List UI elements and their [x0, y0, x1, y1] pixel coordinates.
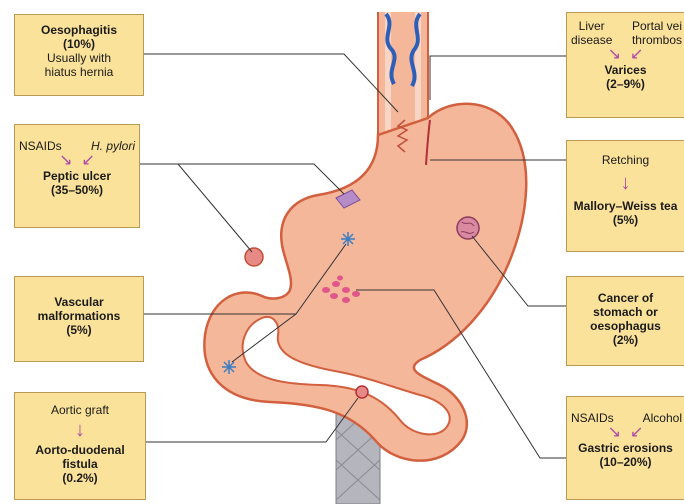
aorto-pct: (0.2%) [15, 471, 145, 485]
varices-cause-2a: Portal vei [632, 19, 682, 33]
varices-pct: (2–9%) [567, 77, 684, 91]
cancer-line-1: Cancer of [567, 291, 684, 305]
peptic-cause-hpylori: H. pylori [91, 139, 135, 153]
vascular-box: Vascular malformations (5%) [14, 276, 144, 362]
cancer-box: Cancer of stomach or oesophagus (2%) [566, 276, 684, 366]
erosions-pct: (10–20%) [567, 455, 684, 469]
stomach-fill [204, 104, 526, 461]
oesophagitis-title: Oesophagitis [15, 23, 143, 37]
varices-title: Varices [567, 63, 684, 77]
erosions-arrows: ↘ ↙ [567, 425, 684, 441]
erosions-title: Gastric erosions [567, 441, 684, 455]
cancer-lesion [457, 217, 479, 239]
varices-box: Liver disease Portal vei thrombos ↘ ↙ Va… [566, 12, 684, 118]
vascular-pct: (5%) [15, 323, 143, 337]
oesophagitis-note-2: hiatus hernia [15, 65, 143, 79]
aorto-duodenal-box: Aortic graft ↓ Aorto-duodenal fistula (0… [14, 392, 146, 500]
aorto-title-1: Aorto-duodenal [15, 443, 145, 457]
peptic-ulcer-lesion [245, 248, 263, 266]
aorto-cause: Aortic graft [15, 403, 145, 417]
mallory-title: Mallory–Weiss tea [567, 199, 684, 213]
erosions-cause-alcohol: Alcohol [643, 411, 682, 425]
aorto-arrow: ↓ [15, 417, 145, 443]
mallory-cause: Retching [567, 153, 684, 167]
aorto-title-2: fistula [15, 457, 145, 471]
cancer-line-3: oesophagus [567, 319, 684, 333]
vascular-title-2: malformations [15, 309, 143, 323]
oesophagitis-pct: (10%) [15, 37, 143, 51]
peptic-pct: (35–50%) [15, 183, 139, 197]
oesophagitis-note-1: Usually with [15, 51, 143, 65]
peptic-cause-nsaids: NSAIDs [19, 139, 62, 153]
cancer-pct: (2%) [567, 333, 684, 347]
fistula-lesion [356, 386, 368, 398]
oesophagitis-box: Oesophagitis (10%) Usually with hiatus h… [14, 14, 144, 96]
varices-arrows: ↘ ↙ [567, 47, 684, 63]
peptic-arrows: ↘ ↙ [15, 153, 139, 169]
varices-cause-1b: disease [571, 33, 612, 47]
gastric-erosions-box: NSAIDs Alcohol ↘ ↙ Gastric erosions (10–… [566, 396, 684, 500]
mallory-pct: (5%) [567, 213, 684, 227]
vascular-title-1: Vascular [15, 295, 143, 309]
mallory-weiss-box: Retching ↓ Mallory–Weiss tea (5%) [566, 140, 684, 252]
peptic-title: Peptic ulcer [15, 169, 139, 183]
peptic-ulcer-box: NSAIDs H. pylori ↘ ↙ Peptic ulcer (35–50… [14, 124, 140, 228]
erosions-cause-nsaids: NSAIDs [571, 411, 614, 425]
mallory-arrow: ↓ [567, 167, 684, 199]
varices-cause-2b: thrombos [632, 33, 682, 47]
varices-cause-1a: Liver [571, 19, 612, 33]
cancer-line-2: stomach or [567, 305, 684, 319]
